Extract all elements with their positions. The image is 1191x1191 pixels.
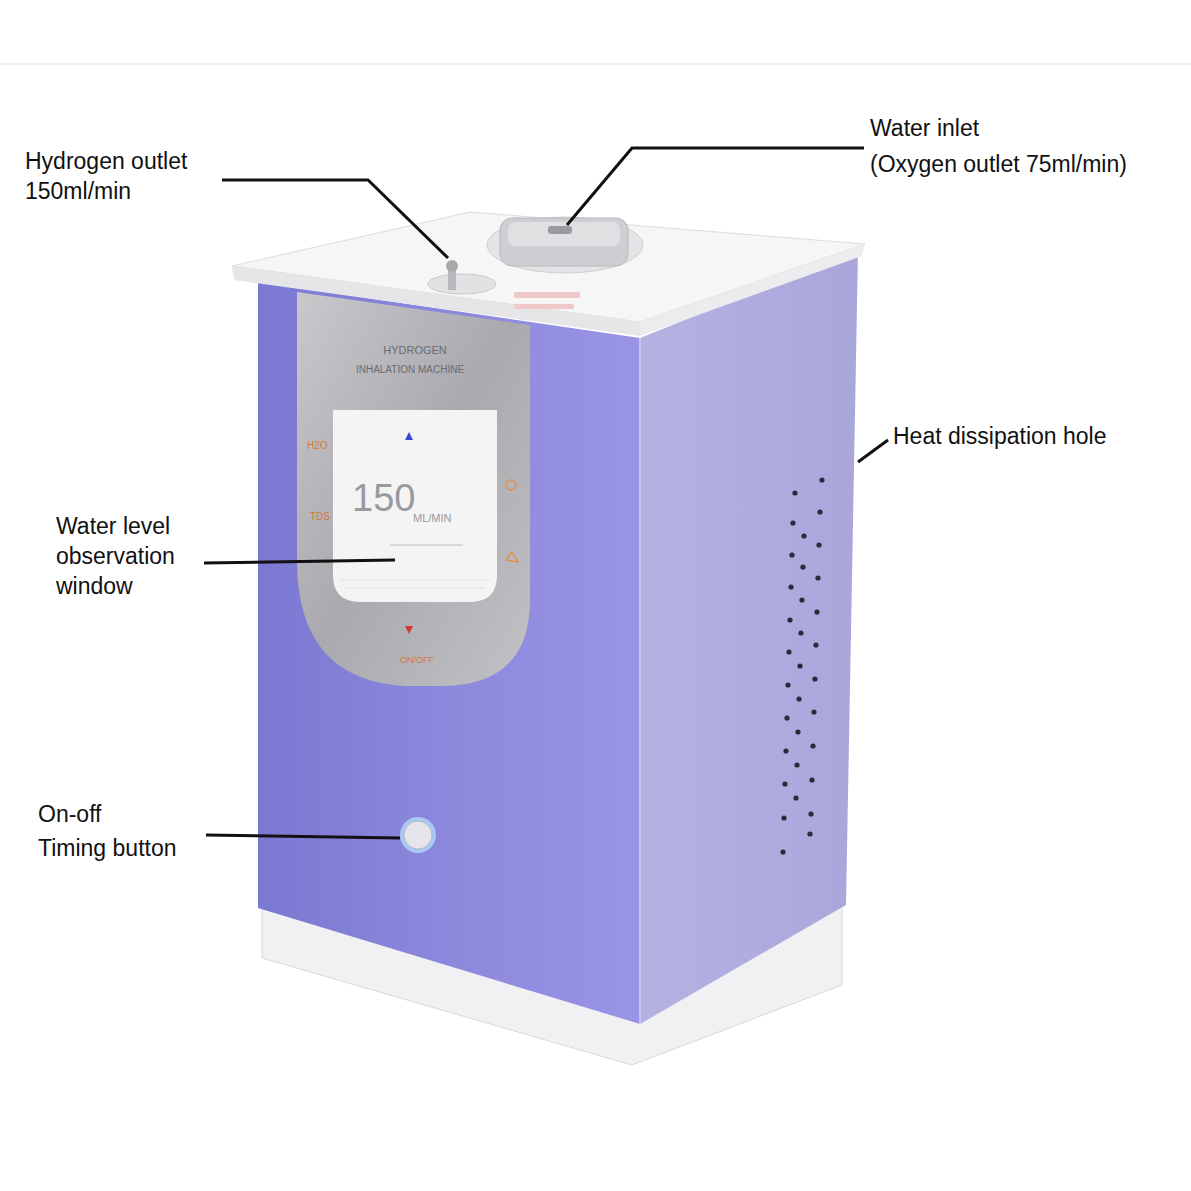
callout-label: Water level observation window [56, 512, 206, 602]
callout-label: (Oxygen outlet 75ml/min) [870, 150, 1185, 180]
panel-icon-label: ON/OFF [400, 656, 434, 666]
callout-label: Hydrogen outlet 150ml/min [25, 147, 230, 207]
panel-print: HYDROGEN [340, 344, 490, 356]
display-unit: ML/MIN [413, 512, 452, 524]
callout-label: On-off [38, 800, 198, 830]
panel-icon-label: H2O [307, 440, 328, 451]
display-value: 150 [352, 478, 415, 520]
callout-label: Water inlet [870, 114, 1170, 144]
callout-label: Heat dissipation hole [893, 422, 1183, 452]
callout-label: Timing button [38, 834, 238, 864]
panel-print: INHALATION MACHINE [330, 364, 490, 375]
leader-lines [204, 148, 888, 838]
panel-icon-label: TDS [310, 511, 330, 522]
